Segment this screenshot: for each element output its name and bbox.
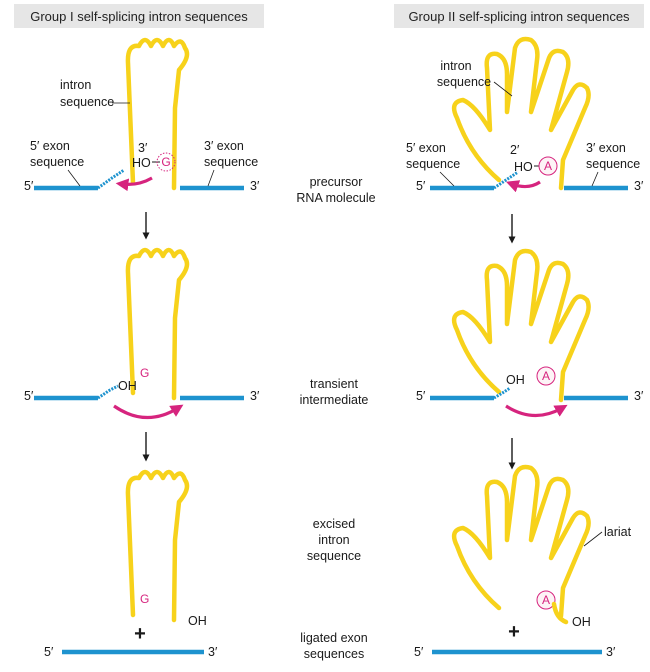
svg-text:OH: OH bbox=[572, 615, 591, 629]
svg-text:sequence: sequence bbox=[307, 549, 361, 563]
svg-text:5′: 5′ bbox=[44, 645, 54, 659]
svg-text:G: G bbox=[140, 366, 149, 380]
svg-text:sequence: sequence bbox=[30, 155, 84, 169]
group-ii-header: Group II self-splicing intron sequences bbox=[394, 4, 644, 28]
svg-text:sequence: sequence bbox=[406, 157, 460, 171]
svg-text:5′: 5′ bbox=[24, 179, 34, 193]
svg-text:sequence: sequence bbox=[437, 75, 491, 89]
svg-text:3′: 3′ bbox=[606, 645, 616, 659]
svg-text:G: G bbox=[140, 592, 149, 606]
svg-text:RNA molecule: RNA molecule bbox=[296, 191, 375, 205]
svg-text:excised: excised bbox=[313, 517, 355, 531]
svg-text:3′: 3′ bbox=[208, 645, 218, 659]
svg-text:5′ exon: 5′ exon bbox=[406, 141, 446, 155]
group-ii-excised: A OH lariat + 5′ 3′ bbox=[414, 467, 632, 659]
svg-text:Group II self-splicing intron: Group II self-splicing intron sequences bbox=[408, 9, 630, 24]
svg-text:sequences: sequences bbox=[304, 647, 364, 661]
svg-text:OH: OH bbox=[188, 614, 207, 628]
svg-text:intron: intron bbox=[440, 59, 471, 73]
svg-text:sequence: sequence bbox=[60, 95, 114, 109]
svg-text:3′ exon: 3′ exon bbox=[586, 141, 626, 155]
svg-text:precursor: precursor bbox=[310, 175, 363, 189]
svg-text:intron: intron bbox=[318, 533, 349, 547]
svg-text:3′: 3′ bbox=[250, 389, 260, 403]
svg-text:+: + bbox=[134, 623, 146, 645]
svg-text:A: A bbox=[542, 369, 550, 383]
group-i-header: Group I self-splicing intron sequences bbox=[14, 4, 264, 28]
group-ii-intermediate: 5′ 3′ OH A bbox=[416, 251, 644, 418]
group-ii-precursor: 5′ 3′ intron sequence 5′ exon sequence 3… bbox=[406, 39, 644, 193]
svg-text:OH: OH bbox=[118, 379, 137, 393]
svg-text:sequence: sequence bbox=[204, 155, 258, 169]
svg-text:+: + bbox=[508, 621, 520, 643]
svg-text:lariat: lariat bbox=[604, 525, 632, 539]
stage-labels: precursor RNA molecule transient interme… bbox=[296, 175, 375, 661]
svg-text:5′: 5′ bbox=[414, 645, 424, 659]
svg-text:2′: 2′ bbox=[510, 143, 520, 157]
svg-text:G: G bbox=[161, 155, 170, 169]
svg-text:3′: 3′ bbox=[250, 179, 260, 193]
svg-text:ligated exon: ligated exon bbox=[300, 631, 367, 645]
svg-text:sequence: sequence bbox=[586, 157, 640, 171]
svg-text:5′ exon: 5′ exon bbox=[30, 139, 70, 153]
group-i-intermediate: 5′ 3′ OH G bbox=[24, 250, 260, 420]
svg-text:OH: OH bbox=[506, 373, 525, 387]
svg-text:5′: 5′ bbox=[416, 179, 426, 193]
svg-text:A: A bbox=[544, 159, 552, 173]
svg-text:Group I self-splicing intron s: Group I self-splicing intron sequences bbox=[30, 9, 248, 24]
svg-text:3′: 3′ bbox=[634, 179, 644, 193]
svg-text:3′ exon: 3′ exon bbox=[204, 139, 244, 153]
svg-text:3′: 3′ bbox=[138, 141, 148, 155]
svg-text:HO: HO bbox=[132, 156, 151, 170]
svg-text:intermediate: intermediate bbox=[300, 393, 369, 407]
svg-text:transient: transient bbox=[310, 377, 358, 391]
svg-text:intron: intron bbox=[60, 78, 91, 92]
svg-text:5′: 5′ bbox=[416, 389, 426, 403]
svg-text:HO: HO bbox=[514, 160, 533, 174]
svg-text:5′: 5′ bbox=[24, 389, 34, 403]
group-i-excised: G OH + 5′ 3′ bbox=[44, 472, 218, 659]
svg-text:3′: 3′ bbox=[634, 389, 644, 403]
group-i-precursor: 5′ 3′ intron sequence 5′ exon sequence 3… bbox=[24, 40, 260, 193]
svg-text:A: A bbox=[542, 593, 550, 607]
